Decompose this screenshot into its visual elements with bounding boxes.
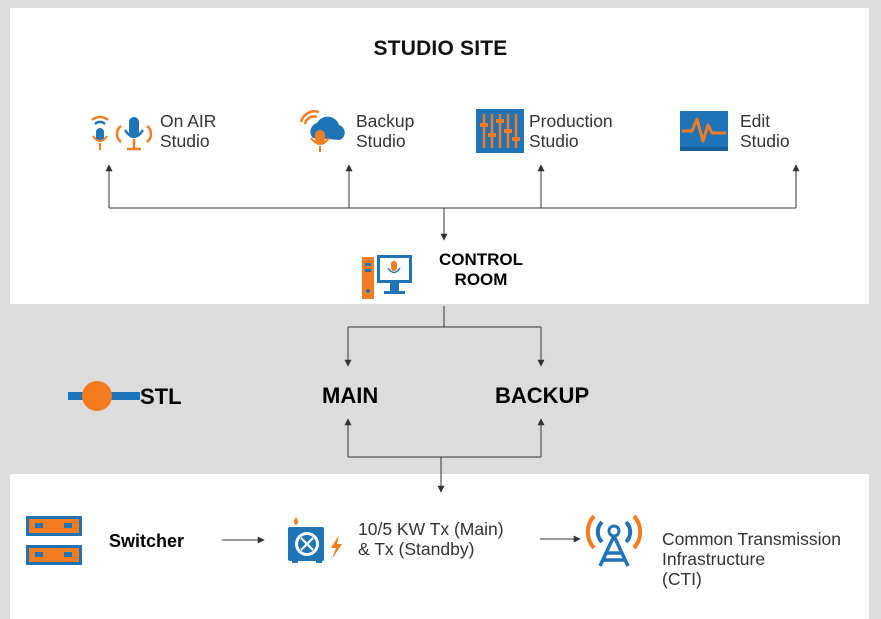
backup-label: BACKUP: [495, 383, 590, 408]
computer-workstation-icon: [362, 255, 412, 299]
page-title: STUDIO SITE: [373, 37, 508, 60]
network-switch-icon: [26, 516, 82, 565]
cloud-microphone-icon: [299, 110, 345, 152]
stl-link-icon: [68, 381, 140, 411]
mixer-faders-icon: [476, 109, 524, 153]
transmitter-icon: [288, 517, 342, 563]
transmission-panel: [10, 474, 869, 619]
on-air-microphone-icon: [91, 115, 153, 151]
stl-label: STL: [140, 384, 182, 409]
transmitter-label: 10/5 KW Tx (Main)& Tx (Standby): [358, 519, 504, 559]
switcher-label: Switcher: [109, 531, 185, 551]
waveform-monitor-icon: [680, 111, 728, 151]
studio-site-panel: [10, 8, 869, 304]
antenna-tower-icon: [585, 514, 643, 567]
main-label: MAIN: [322, 383, 379, 408]
